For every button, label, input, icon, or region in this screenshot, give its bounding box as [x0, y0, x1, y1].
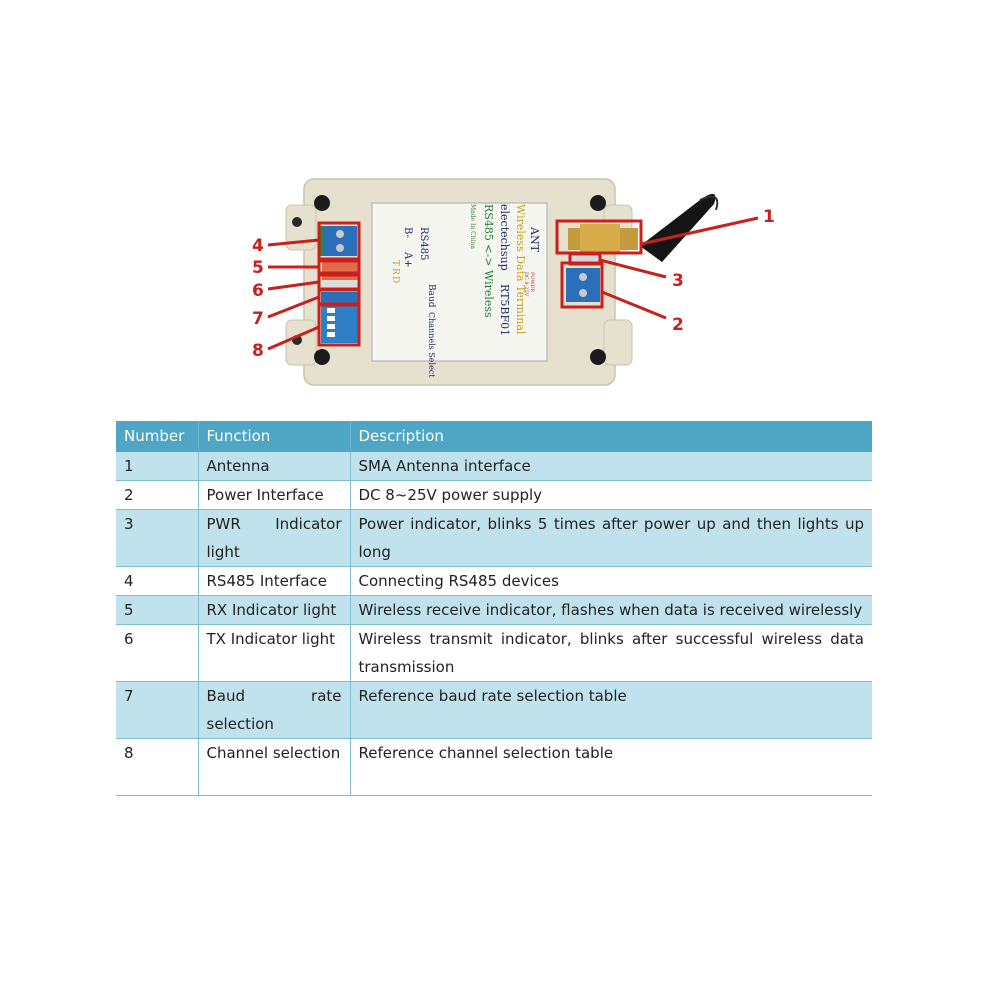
row-function: PWR Indicator light: [197, 509, 350, 567]
rs485-terminal: [318, 226, 357, 256]
row-number: 2: [116, 480, 198, 510]
row-description: Reference channel selection table: [349, 738, 872, 796]
sma-connector: [568, 224, 638, 254]
row-description: SMA Antenna interface: [349, 451, 872, 481]
callout-5: 5: [252, 258, 264, 278]
row-number: 7: [116, 681, 198, 739]
row-number: 1: [116, 451, 198, 481]
callout-7: 7: [252, 309, 264, 329]
panel-line-0: Wireless Data Terminal: [514, 204, 527, 335]
mount-hole: [590, 195, 606, 211]
row-description: Wireless receive indicator, flashes when…: [349, 595, 872, 625]
row-number: 4: [116, 566, 198, 596]
table-header-row: Number Function Description: [116, 421, 872, 452]
power-label: POWER: [529, 272, 535, 292]
table-row: 2 Power Interface DC 8~25V power supply: [116, 480, 872, 510]
row-number: 8: [116, 738, 198, 796]
row-function: RS485 Interface: [197, 566, 350, 596]
table-row: 1 Antenna SMA Antenna interface: [116, 451, 872, 481]
header-function: Function: [197, 421, 350, 452]
a-plus-label: A+: [402, 251, 413, 268]
callout-8: 8: [252, 341, 264, 361]
ant-label: ANT: [528, 226, 541, 253]
panel-line-3: RS485 <-> Wireless: [482, 204, 495, 318]
row-number: 3: [116, 509, 198, 567]
row-number: 6: [116, 624, 198, 682]
callout-2: 2: [672, 315, 684, 335]
table-row: 5 RX Indicator light Wireless receive in…: [116, 595, 872, 625]
row-description: DC 8~25V power supply: [349, 480, 872, 510]
power-spec-label: DC 8-25V: [523, 272, 529, 297]
b-minus-label: B-: [402, 227, 413, 238]
callout-6: 6: [252, 281, 264, 301]
power-terminal: [566, 268, 600, 302]
row-function: Power Interface: [197, 480, 350, 510]
row-description: Reference baud rate selection table: [349, 681, 872, 739]
mount-hole: [314, 349, 330, 365]
callout-lines: [267, 216, 759, 351]
row-function: TX Indicator light: [197, 624, 350, 682]
header-number: Number: [116, 421, 198, 452]
led-letter-t: T: [390, 260, 400, 266]
highlight-channel: [317, 303, 361, 347]
function-table: Number Function Description 1 Antenna SM…: [116, 421, 872, 796]
table-row: 3 PWR Indicator light Power indicator, b…: [116, 509, 872, 567]
row-description: Power indicator, blinks 5 times after po…: [349, 509, 872, 567]
row-function: RX Indicator light: [197, 595, 350, 625]
header-description: Description: [349, 421, 872, 452]
row-description: Connecting RS485 devices: [349, 566, 872, 596]
highlight-pwr-led: [568, 252, 602, 266]
row-number: 5: [116, 595, 198, 625]
mount-hole: [590, 349, 606, 365]
label-panel: Wireless Data Terminal electechsup RT5BF…: [371, 202, 548, 378]
row-description: Wireless transmit indicator, blinks afte…: [349, 624, 872, 682]
panel-line-2: RT5BF01: [498, 284, 511, 336]
table-row: 7 Baud rate selection Reference baud rat…: [116, 681, 872, 739]
led-letter-r: R: [390, 268, 400, 275]
antenna: [640, 193, 719, 262]
table-row: 6 TX Indicator light Wireless transmit i…: [116, 624, 872, 682]
callout-3: 3: [672, 271, 684, 291]
callout-4: 4: [252, 236, 264, 256]
row-function: Baud rate selection: [197, 681, 350, 739]
channel-select-label: Channels Select: [427, 312, 436, 378]
baud-label: Baud: [426, 284, 436, 308]
row-function: Antenna: [197, 451, 350, 481]
callout-1: 1: [763, 207, 775, 227]
pwr-led: [570, 256, 600, 264]
table-row: 8 Channel selection Reference channel se…: [116, 738, 872, 796]
row-function: Channel selection: [197, 738, 350, 796]
dip-switches: [321, 292, 359, 343]
rs485-label: RS485: [418, 227, 429, 260]
panel-line-4: Made In China: [469, 204, 476, 249]
led-letter-d: D: [390, 276, 400, 283]
table-row: 4 RS485 Interface Connecting RS485 devic…: [116, 566, 872, 596]
mount-hole: [314, 195, 330, 211]
device-illustration: Wireless Data Terminal electechsup RT5BF…: [252, 178, 775, 386]
panel-line-1: electechsup: [498, 204, 511, 271]
